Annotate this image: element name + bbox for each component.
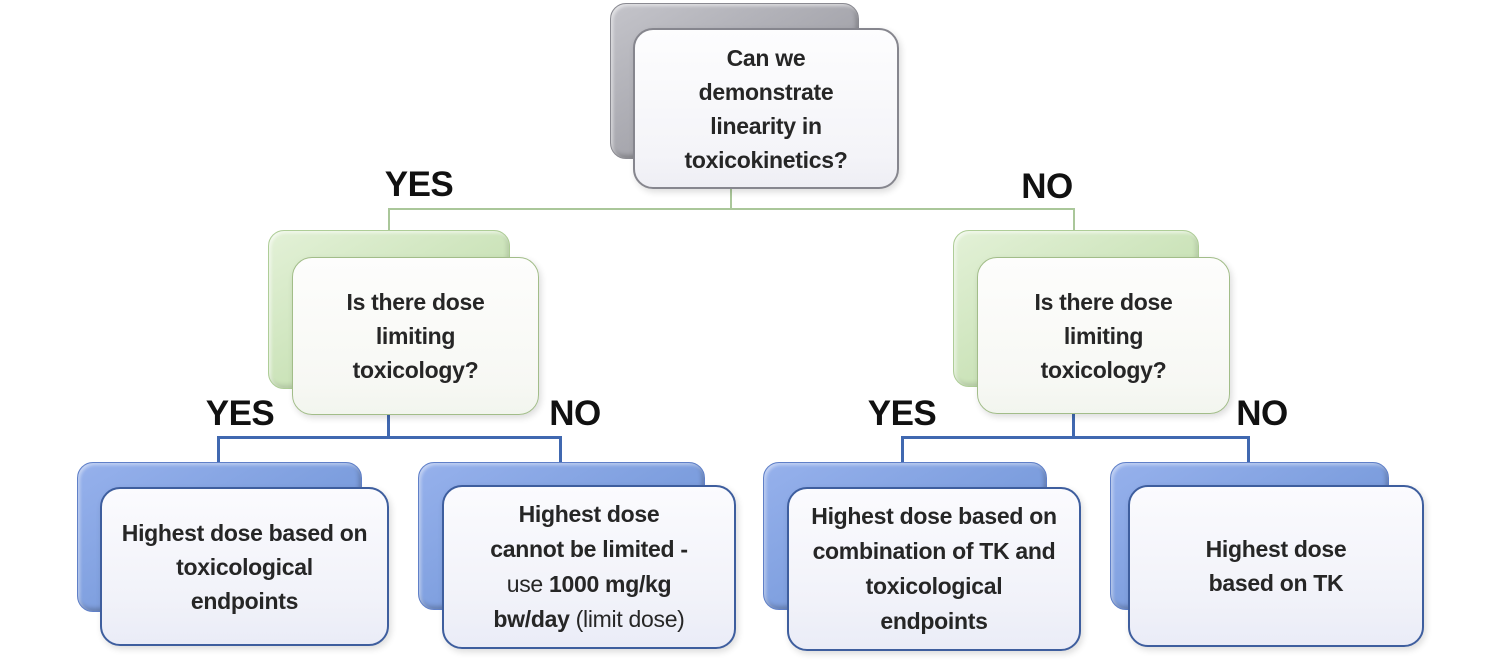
connector-level1-no-down xyxy=(1073,208,1075,234)
leaf-tk-text: Highest dose based on TK xyxy=(1205,536,1347,596)
text-segment: 1000 mg/kg xyxy=(548,571,672,597)
right-question-node: Is there dose limiting toxicology? xyxy=(977,257,1230,414)
connector-left-horizontal xyxy=(217,436,562,439)
left-question-node: Is there dose limiting toxicology? xyxy=(292,257,539,415)
branch-label-no-top: NO xyxy=(1021,167,1073,206)
connector-left-question-down xyxy=(387,411,390,438)
left-question-text: Is there dose limiting toxicology? xyxy=(346,289,485,383)
text-segment: (limit dose) xyxy=(569,606,685,632)
connector-left-yes-down xyxy=(217,436,220,464)
right-question-text: Is there dose limiting toxicology? xyxy=(1034,288,1173,383)
text-segment: cannot be limited - xyxy=(490,536,688,562)
connector-level1-horizontal xyxy=(388,208,1075,210)
leaf-tk-node: Highest dose based on TK xyxy=(1128,485,1424,647)
leaf-tk-tox-text: Highest dose based on combination of TK … xyxy=(811,503,1057,634)
branch-label-no-right: NO xyxy=(1236,394,1288,433)
connector-right-question-down xyxy=(1072,410,1075,438)
leaf-limit-dose-node: Highest dose cannot be limited - use 100… xyxy=(442,485,736,649)
connector-root-down xyxy=(730,186,732,210)
text-segment: Highest dose xyxy=(518,501,660,527)
connector-right-horizontal xyxy=(901,436,1250,439)
connector-right-yes-down xyxy=(901,436,904,464)
branch-label-no-left: NO xyxy=(549,394,601,433)
text-segment: use xyxy=(506,571,549,597)
connector-level1-yes-down xyxy=(388,208,390,234)
connector-right-no-down xyxy=(1247,436,1250,464)
leaf-tox-endpoints-node: Highest dose based on toxicological endp… xyxy=(100,487,389,646)
leaf-tox-endpoints-text: Highest dose based on toxicological endp… xyxy=(121,519,368,614)
connector-left-no-down xyxy=(559,436,562,464)
branch-label-yes-top: YES xyxy=(384,165,454,204)
branch-label-yes-left: YES xyxy=(205,394,275,433)
root-node-text: Can we demonstrate linearity in toxicoki… xyxy=(684,44,848,173)
root-node: Can we demonstrate linearity in toxicoki… xyxy=(633,28,899,189)
leaf-tk-tox-node: Highest dose based on combination of TK … xyxy=(787,487,1081,651)
text-segment: bw/day xyxy=(493,606,570,632)
leaf-limit-dose-text: Highest dose cannot be limited - use 100… xyxy=(490,497,688,637)
branch-label-yes-right: YES xyxy=(867,394,937,433)
